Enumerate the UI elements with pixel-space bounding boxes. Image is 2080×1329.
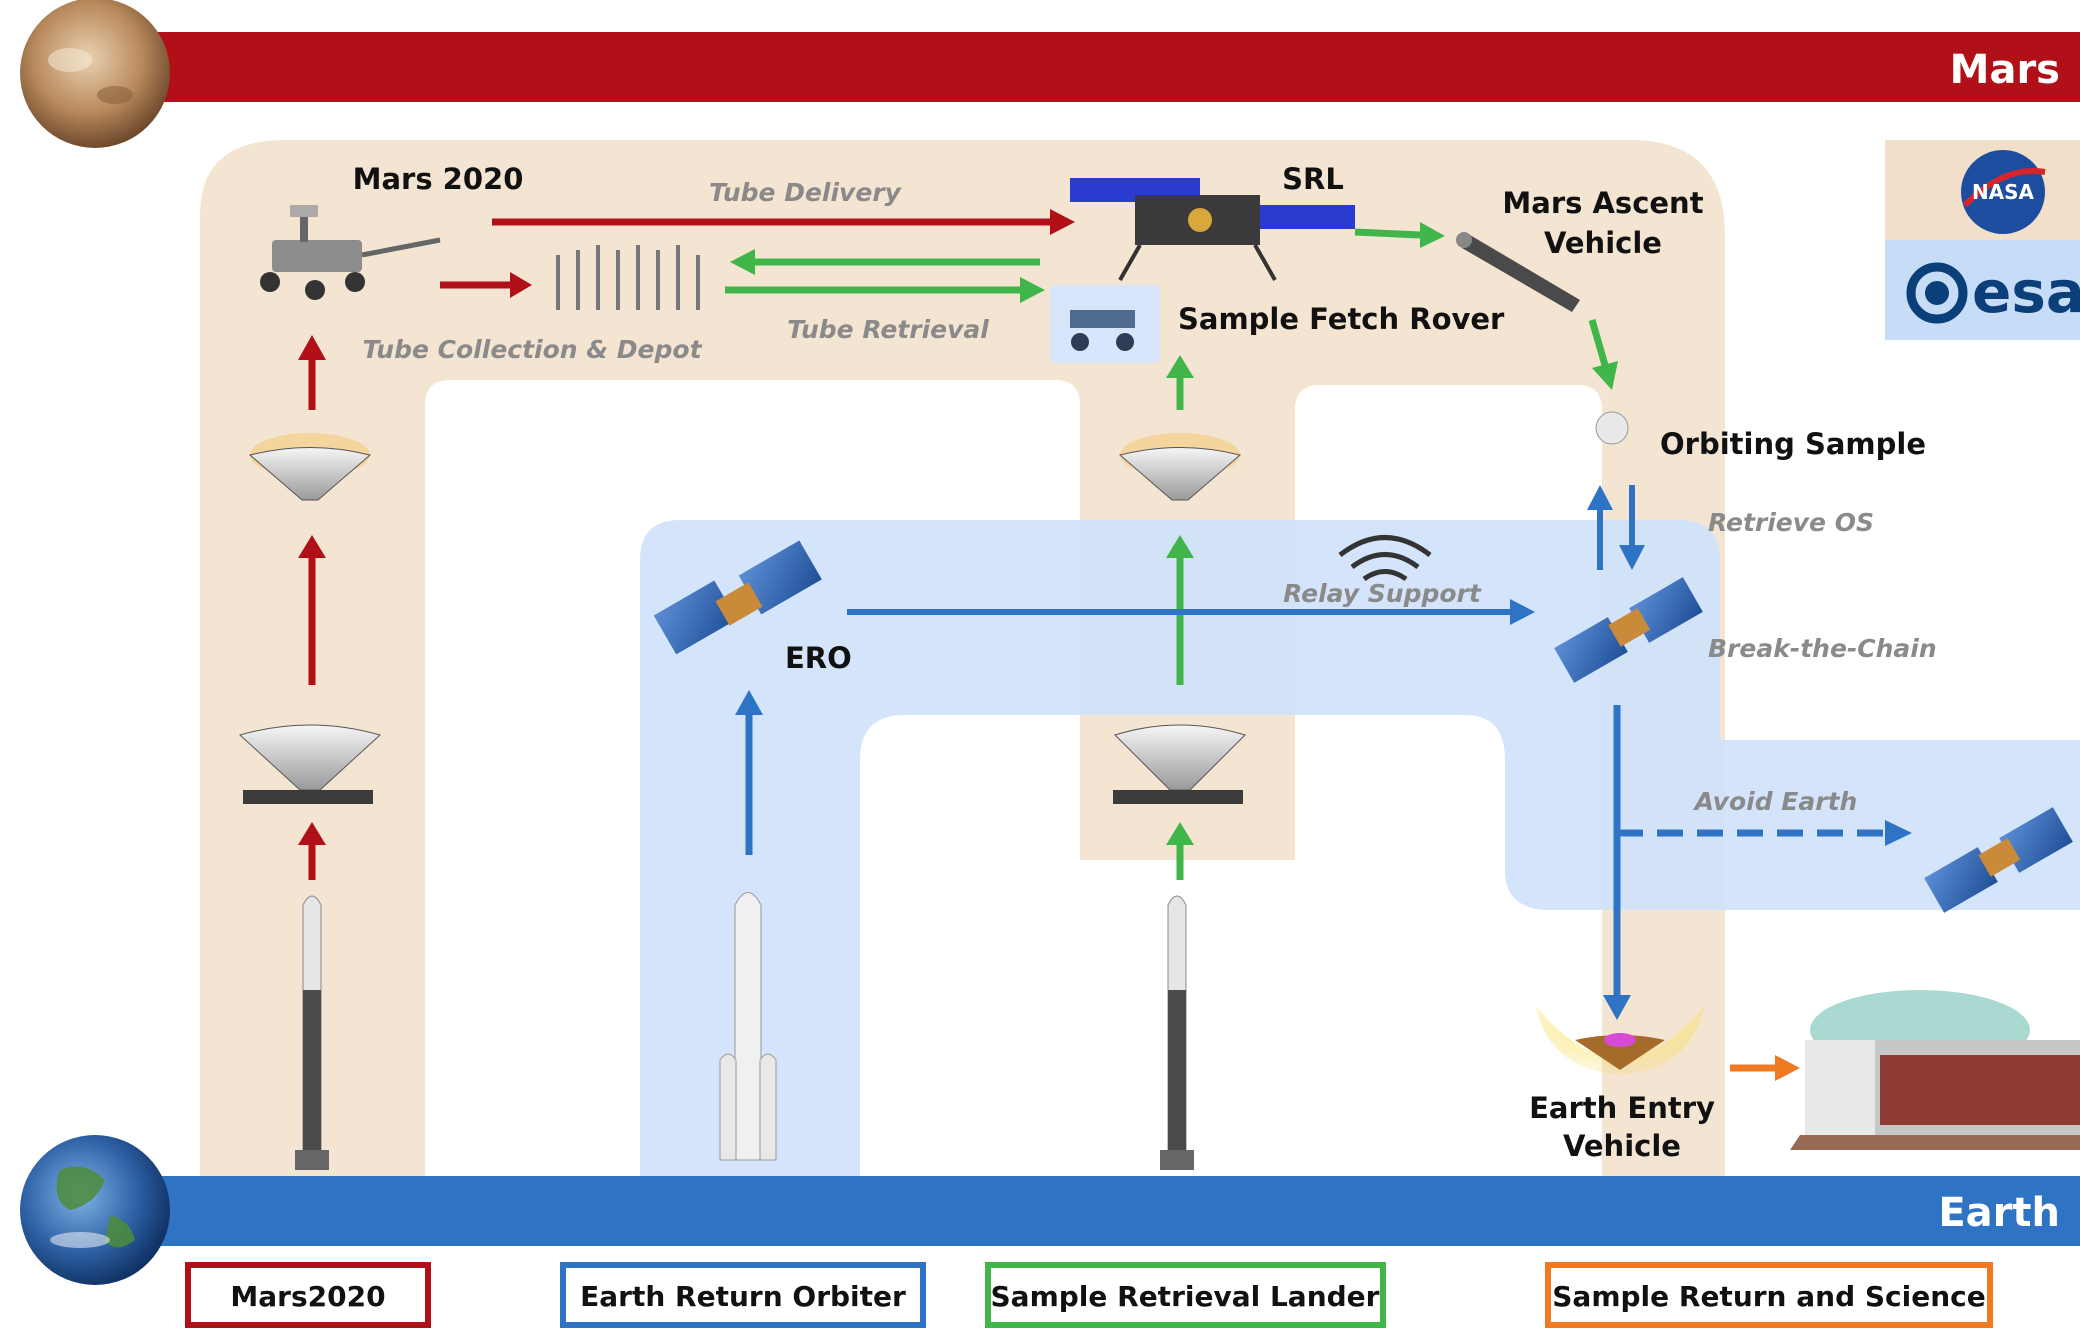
sample-fetch-rover-icon — [1050, 285, 1160, 363]
mars2020-arrows — [298, 209, 1075, 880]
earth-planet-icon — [20, 1135, 170, 1285]
avoid-earth-spacecraft-icon — [1924, 807, 2073, 913]
nasa-logo: NASA — [1961, 150, 2046, 234]
tube-collection-annotation: Tube Collection & Depot — [362, 335, 702, 364]
relay-support-annotation: Relay Support — [1283, 579, 1482, 608]
mars-band: Mars — [150, 32, 2080, 102]
ero-arrows — [735, 485, 1912, 1020]
legend-sample-return-science: Sample Return and Science — [1545, 1262, 1993, 1328]
sample-fetch-rover-label: Sample Fetch Rover — [1178, 302, 1505, 336]
orbiting-sample-icon — [1595, 411, 1629, 445]
nasa-logo-text: NASA — [1972, 180, 2035, 204]
tube-retrieval-annotation: Tube Retrieval — [787, 315, 989, 344]
srl-entry-capsule-icon — [1118, 433, 1242, 501]
legend-mars2020-label: Mars2020 — [230, 1280, 385, 1313]
break-the-chain-spacecraft-icon — [1554, 577, 1703, 683]
mars-band-title: Mars — [1950, 47, 2060, 93]
tube-delivery-annotation: Tube Delivery — [709, 178, 903, 207]
esa-logo-text: esa — [1972, 258, 2080, 326]
mars-ascent-vehicle-icon — [1456, 232, 1580, 312]
srl-launcher-icon — [1160, 895, 1194, 1170]
break-the-chain-annotation: Break-the-Chain — [1708, 634, 1937, 663]
perseverance-rover-icon — [260, 205, 441, 300]
mars2020-entry-capsule-icon — [248, 433, 372, 501]
legend-srl-label: Sample Retrieval Lander — [991, 1280, 1380, 1313]
blue-region — [640, 520, 2080, 1180]
srl-arrows — [725, 222, 1618, 880]
legend-ero-label: Earth Return Orbiter — [580, 1280, 906, 1313]
science-facility-icon — [1790, 990, 2080, 1150]
srl-lander-icon — [1070, 178, 1355, 281]
mars2020-cruise-stage-icon — [239, 724, 381, 804]
earth-band-title: Earth — [1938, 1190, 2060, 1236]
mav-label-line1: Mars Ascent — [1502, 186, 1703, 220]
avoid-earth-annotation: Avoid Earth — [1693, 787, 1858, 816]
mars-planet-icon — [20, 0, 170, 148]
earth-band: Earth — [150, 1176, 2080, 1246]
eev-label-line1: Earth Entry — [1529, 1091, 1715, 1125]
mav-label-line2: Vehicle — [1544, 226, 1662, 260]
esa-logo: esa — [1906, 258, 2080, 326]
ero-label: ERO — [785, 641, 852, 675]
mars2020-launcher-icon — [295, 895, 329, 1170]
science-arrow — [1730, 1055, 1800, 1081]
sample-tube-depot-icon — [556, 245, 700, 310]
ero-launcher-icon — [719, 892, 777, 1161]
relay-support-icon — [1338, 535, 1432, 582]
retrieve-os-annotation: Retrieve OS — [1708, 508, 1874, 537]
ero-spacecraft-icon — [653, 540, 822, 655]
srl-cruise-stage-icon — [1113, 724, 1246, 804]
orbiting-sample-label: Orbiting Sample — [1660, 427, 1926, 461]
mars2020-label: Mars 2020 — [353, 162, 524, 196]
agency-logo-panel: NASA esa — [1885, 140, 2080, 340]
earth-entry-vehicle-icon — [1535, 1005, 1705, 1075]
eev-label-line2: Vehicle — [1563, 1129, 1681, 1163]
legend-earth-return-orbiter: Earth Return Orbiter — [560, 1262, 926, 1328]
legend-science-label: Sample Return and Science — [1552, 1280, 1985, 1313]
srl-label: SRL — [1282, 162, 1344, 196]
legend-sample-retrieval-lander: Sample Retrieval Lander — [985, 1262, 1386, 1328]
legend-mars2020: Mars2020 — [185, 1262, 431, 1328]
